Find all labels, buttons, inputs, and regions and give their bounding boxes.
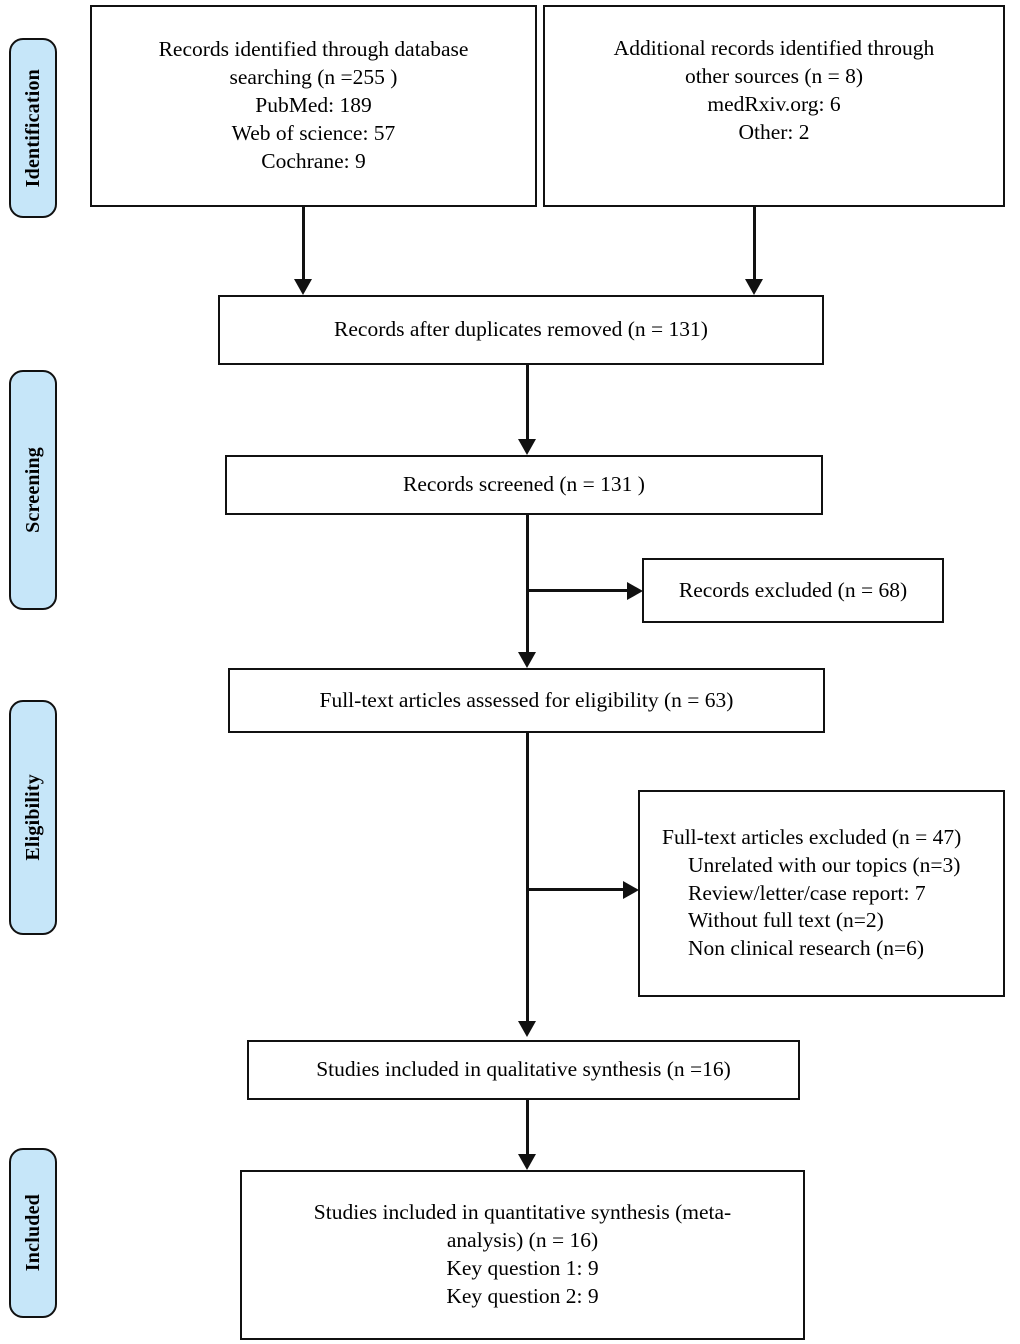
connector-line <box>527 589 627 592</box>
box-line: Web of science: 57 <box>231 120 396 145</box>
box-line: searching (n =255 ) <box>229 65 398 90</box>
box-line: Additional records identified through <box>613 36 935 61</box>
connector-line <box>527 888 623 891</box>
box-line: Review/letter/case report: 7 <box>688 880 926 905</box>
connector-line <box>526 365 529 439</box>
connector-arrowhead-right <box>623 881 639 899</box>
box-other-sources: Additional records identified through ot… <box>543 5 1005 207</box>
box-line: Non clinical research (n=6) <box>688 936 924 961</box>
phase-label-eligibility: Eligibility <box>21 774 44 861</box>
phase-label-screening: Screening <box>21 447 44 533</box>
box-records-screened: Records screened (n = 131 ) <box>225 455 823 515</box>
box-line: Without full text (n=2) <box>688 908 884 933</box>
box-line: Full-text articles excluded (n = 47) <box>662 824 962 849</box>
box-fulltext-excluded: Full-text articles excluded (n = 47) Unr… <box>638 790 1005 997</box>
box-line: Cochrane: 9 <box>261 148 366 173</box>
phase-label-identification: Identification <box>21 68 44 188</box>
box-line: Key question 1: 9 <box>446 1256 599 1280</box>
connector-arrowhead-down <box>518 652 536 668</box>
phase-chip-screening: Screening <box>9 370 57 610</box>
connector-arrowhead-down <box>518 439 536 455</box>
box-line: Studies included in qualitative synthesi… <box>316 1057 731 1082</box>
box-qualitative-synthesis: Studies included in qualitative synthesi… <box>247 1040 800 1100</box>
box-line: Other: 2 <box>738 119 810 144</box>
connector-arrowhead-down <box>745 279 763 295</box>
connector-arrowhead-down <box>294 279 312 295</box>
box-line: Full-text articles assessed for eligibil… <box>319 687 734 712</box>
connector-arrowhead-down <box>518 1154 536 1170</box>
box-line: Records screened (n = 131 ) <box>403 472 645 497</box>
box-line: Records excluded (n = 68) <box>678 577 908 602</box>
box-line: Records identified through database <box>158 37 469 62</box>
box-line: analysis) (n = 16) <box>446 1228 599 1253</box>
box-line: PubMed: 189 <box>255 93 372 118</box>
box-database-search: Records identified through database sear… <box>90 5 537 207</box>
box-line: Key question 2: 9 <box>446 1283 599 1308</box>
box-line: medRxiv.org: 6 <box>707 92 841 116</box>
box-line: Unrelated with our topics (n=3) <box>688 852 961 877</box>
phase-chip-eligibility: Eligibility <box>9 700 57 935</box>
box-records-excluded: Records excluded (n = 68) <box>642 558 944 623</box>
phase-label-included: Included <box>21 1194 44 1272</box>
connector-line <box>753 207 756 279</box>
box-quantitative-synthesis: Studies included in quantitative synthes… <box>240 1170 805 1340</box>
connector-line <box>526 1100 529 1154</box>
phase-chip-identification: Identification <box>9 38 57 218</box>
connector-arrowhead-right <box>627 582 643 600</box>
connector-arrowhead-down <box>518 1021 536 1037</box>
phase-chip-included: Included <box>9 1148 57 1318</box>
connector-line <box>302 207 305 279</box>
box-line: Records after duplicates removed (n = 13… <box>334 317 708 342</box>
box-line: Studies included in quantitative synthes… <box>313 1200 732 1225</box>
box-duplicates-removed: Records after duplicates removed (n = 13… <box>218 295 824 365</box>
connector-line <box>526 515 529 652</box>
box-fulltext-assessed: Full-text articles assessed for eligibil… <box>228 668 825 733</box>
box-line: other sources (n = 8) <box>684 64 864 89</box>
connector-line <box>526 733 529 1021</box>
